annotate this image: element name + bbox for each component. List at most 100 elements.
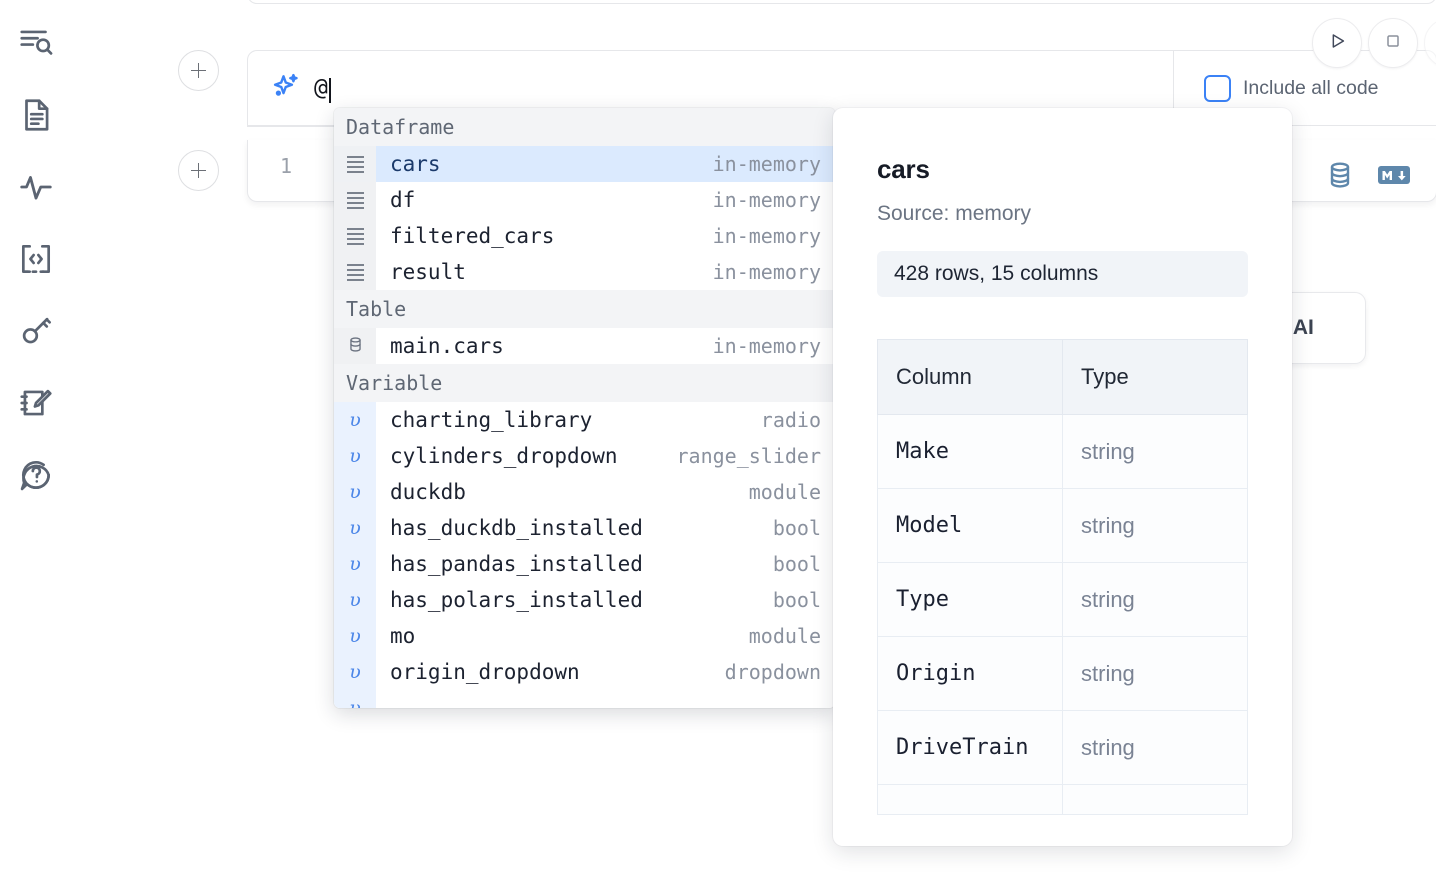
- table-row-partial: [877, 784, 1248, 815]
- sidebar-item-help[interactable]: [13, 450, 59, 500]
- variable-icon: υ: [334, 438, 376, 474]
- autocomplete-group-header: Table: [334, 290, 835, 328]
- previous-cell-card: [247, 0, 1436, 4]
- column-type-cell: string: [1062, 414, 1248, 489]
- variable-icon: υ: [334, 474, 376, 510]
- dataframe-icon: [346, 191, 364, 209]
- column-name-cell: Type: [877, 562, 1063, 637]
- autocomplete-item-name: main.cars: [390, 334, 504, 358]
- autocomplete-group-header: Dataframe: [334, 108, 835, 146]
- notepad-edit-icon: [17, 384, 55, 422]
- autocomplete-item-name: cars: [390, 152, 441, 176]
- dataframe-icon: [346, 227, 364, 245]
- sidebar-item-explore[interactable]: [13, 18, 59, 68]
- variable-icon: υ: [334, 546, 376, 582]
- dataframe-icon: [334, 146, 376, 182]
- ai-prompt-input[interactable]: @: [314, 51, 1436, 125]
- column-type-cell: string: [1062, 562, 1248, 637]
- variable-icon: υ: [334, 690, 376, 708]
- add-cell-above-button[interactable]: [178, 50, 219, 91]
- column-name-cell: Model: [877, 488, 1063, 563]
- more-actions-button[interactable]: [1424, 18, 1436, 68]
- autocomplete-item-kind: in-memory: [712, 260, 821, 284]
- autocomplete-item[interactable]: υ has_duckdb_installed bool: [334, 510, 835, 546]
- autocomplete-item-name: df: [390, 188, 416, 212]
- sidebar-item-secrets[interactable]: [13, 306, 59, 356]
- markdown-icon[interactable]: [1377, 163, 1411, 192]
- sidebar-item-scratchpad[interactable]: [13, 378, 59, 428]
- include-all-code-label: Include all code: [1243, 76, 1379, 99]
- autocomplete-item-partial[interactable]: υ: [334, 690, 835, 708]
- add-cell-below-button[interactable]: [178, 150, 219, 191]
- sidebar-item-snippets[interactable]: [13, 234, 59, 284]
- column-type-cell: string: [1062, 636, 1248, 711]
- interrupt-cell-button[interactable]: [1368, 18, 1418, 68]
- dataframe-icon: [334, 182, 376, 218]
- table-header-row: Column Type: [877, 339, 1248, 415]
- text-caret: [328, 77, 331, 103]
- autocomplete-item-kind: in-memory: [712, 188, 821, 212]
- autocomplete-item-kind: bool: [772, 588, 821, 612]
- column-type-cell: [1062, 784, 1248, 815]
- variable-icon: υ: [334, 618, 376, 654]
- run-cell-button[interactable]: [1312, 18, 1362, 68]
- play-icon: [1326, 30, 1348, 57]
- column-type-cell: string: [1062, 488, 1248, 563]
- dataframe-icon: [334, 254, 376, 290]
- autocomplete-item[interactable]: result in-memory: [334, 254, 835, 290]
- autocomplete-dropdown[interactable]: Dataframe cars in-memory df in-memory filtere…: [334, 108, 835, 708]
- dataframe-icon: [346, 263, 364, 281]
- autocomplete-item-kind: bool: [772, 516, 821, 540]
- autocomplete-item[interactable]: υ has_pandas_installed bool: [334, 546, 835, 582]
- column-name-cell: [877, 784, 1063, 815]
- variable-icon: υ: [334, 654, 376, 690]
- autocomplete-item-kind: radio: [760, 408, 821, 432]
- column-type-cell: string: [1062, 710, 1248, 785]
- autocomplete-item-name: has_pandas_installed: [390, 552, 643, 576]
- autocomplete-item[interactable]: cars in-memory: [334, 146, 835, 182]
- stop-square-icon: [1383, 31, 1403, 56]
- column-name-cell: DriveTrain: [877, 710, 1063, 785]
- code-brackets-icon: [17, 240, 55, 278]
- dataframe-icon: [334, 218, 376, 254]
- variable-icon: υ: [334, 510, 376, 546]
- column-name-cell: Make: [877, 414, 1063, 489]
- cell-run-controls: [1312, 18, 1436, 68]
- explore-icon: [17, 24, 55, 62]
- dataframe-icon: [346, 155, 364, 173]
- sql-icon[interactable]: [1325, 160, 1355, 195]
- column-header: Column: [877, 339, 1063, 415]
- variable-icon: υ: [334, 402, 376, 438]
- sidebar-item-notebook[interactable]: [13, 90, 59, 140]
- autocomplete-item-kind: bool: [772, 552, 821, 576]
- autocomplete-item-name: has_duckdb_installed: [390, 516, 643, 540]
- autocomplete-item-name: cylinders_dropdown: [390, 444, 618, 468]
- autocomplete-item-kind: module: [748, 624, 821, 648]
- preview-source: Source: memory: [877, 202, 1032, 225]
- ai-options-pane: Include all code: [1173, 50, 1436, 126]
- key-icon: [17, 312, 55, 350]
- sidebar-item-activity[interactable]: [13, 162, 59, 212]
- preview-shape-badge: 428 rows, 15 columns: [877, 251, 1248, 297]
- include-all-code-toggle[interactable]: Include all code: [1204, 74, 1379, 102]
- autocomplete-item-name: has_polars_installed: [390, 588, 643, 612]
- database-icon: [347, 335, 364, 358]
- autocomplete-item-kind: in-memory: [712, 152, 821, 176]
- autocomplete-item-name: result: [390, 260, 466, 284]
- autocomplete-item-name: filtered_cars: [390, 224, 555, 248]
- checkbox-icon[interactable]: [1204, 74, 1231, 102]
- autocomplete-item[interactable]: df in-memory: [334, 182, 835, 218]
